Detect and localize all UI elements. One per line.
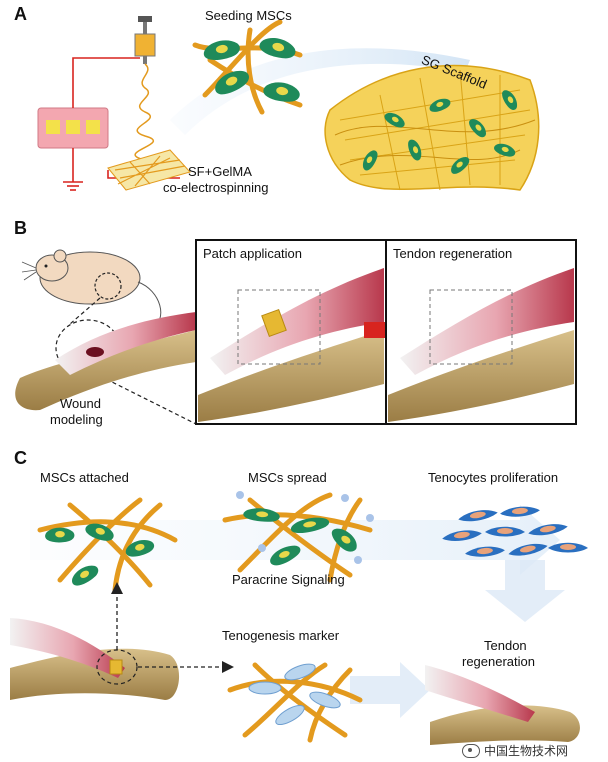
wire-top [72, 57, 140, 108]
label-tenogenesis-marker: Tenogenesis marker [222, 628, 340, 643]
label-sf-gelma: SF+GelMA [188, 164, 252, 179]
sg-scaffold [324, 64, 540, 191]
panel-label-c: C [14, 448, 27, 468]
flow-arrow-c-top [30, 505, 560, 575]
power-knob-1 [46, 120, 60, 134]
label-patch-application: Patch application [203, 246, 303, 261]
power-knob-2 [66, 120, 80, 134]
syringe-body [134, 33, 156, 57]
syringe-plunger [138, 16, 152, 22]
label-mscs-attached: MSCs attached [40, 470, 129, 485]
arrow-up-head [111, 582, 123, 594]
scaffold-patch-c [109, 659, 123, 675]
watermark-text: 中国生物技术网 [484, 744, 569, 758]
muscle-leg-c [10, 618, 125, 678]
wound-mark [86, 347, 104, 357]
zoom-box-regen [429, 289, 513, 365]
label-mscs-spread: MSCs spread [248, 470, 327, 485]
wechat-icon [462, 743, 480, 758]
seeding-msc-cluster [192, 19, 303, 115]
zoom-box-patch [237, 289, 321, 365]
msc-attached-cluster [37, 497, 178, 593]
panel-a-illustration [37, 16, 540, 191]
tenogenesis-marker-cluster [227, 662, 363, 743]
zoom-circle-mouse [94, 272, 122, 300]
label-wound: Wound [60, 396, 101, 411]
label-co-electrospinning: co-electrospinning [163, 180, 269, 195]
label-modeling: modeling [50, 412, 103, 427]
panel-b-illustration [15, 239, 577, 425]
label-seeding-mscs: Seeding MSCs [205, 8, 292, 23]
bone-wound [15, 330, 196, 411]
muscle-leg-regen [425, 665, 535, 722]
label-tendon-regeneration-b: Tendon regeneration [393, 246, 513, 261]
bone-leg-c [10, 648, 180, 700]
power-knob-3 [86, 120, 100, 134]
label-paracrine-signaling: Paracrine Signaling [232, 572, 345, 587]
muscle-wound [55, 312, 196, 375]
panel-label-b: B [14, 218, 27, 238]
flow-arrow-c-right [350, 662, 430, 718]
watermark: 中国生物技术网 [462, 742, 568, 759]
bone-leg-regen [430, 705, 580, 745]
arrow-right-head [222, 661, 234, 673]
msc-spread-cluster [222, 491, 374, 583]
panel-label-a: A [14, 4, 27, 24]
mouse [21, 249, 162, 331]
panel-c-illustration [10, 491, 588, 745]
label-tendon: Tendon [484, 638, 527, 653]
label-regeneration-c: regeneration [462, 654, 535, 669]
scaffold-patch [261, 308, 287, 338]
electrospinning-jet [134, 63, 154, 161]
label-tenocytes-proliferation: Tenocytes proliferation [428, 470, 559, 485]
flow-arrow-c-down [485, 560, 565, 622]
